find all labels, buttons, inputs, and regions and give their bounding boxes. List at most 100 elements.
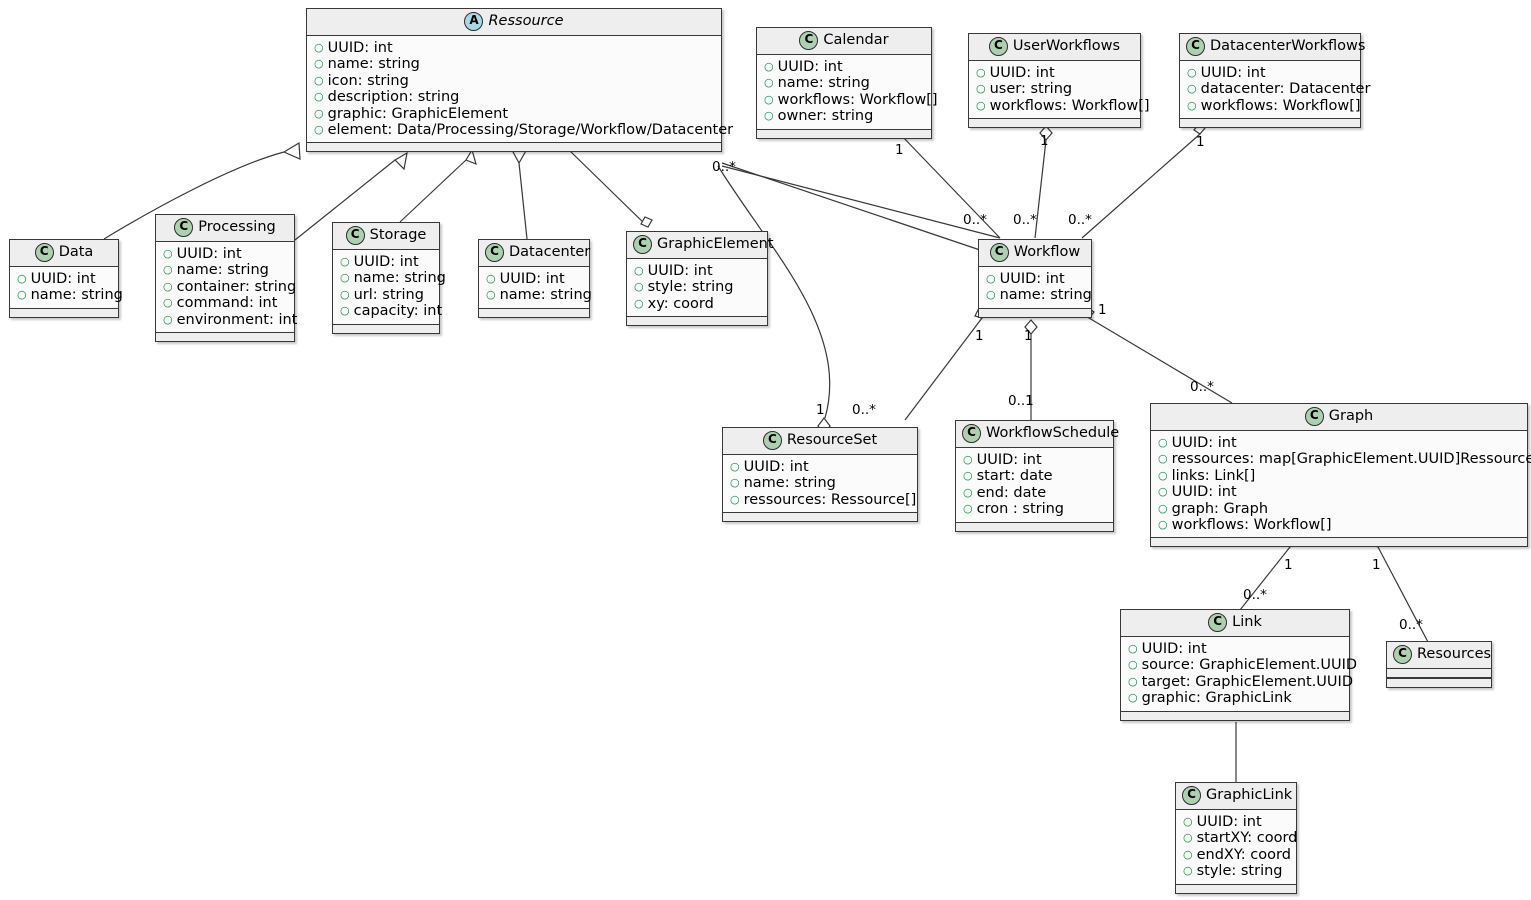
- class-attribute-text: startXY: coord: [1196, 830, 1298, 847]
- visibility-public-icon: ○: [163, 312, 173, 326]
- class-name-graphicelement: GraphicElement: [657, 236, 774, 252]
- visibility-public-icon: ○: [1158, 452, 1168, 466]
- class-attribute: ○UUID: int: [163, 246, 288, 262]
- visibility-public-icon: ○: [963, 469, 973, 483]
- class-attribute: ○UUID: int: [764, 59, 925, 75]
- visibility-public-icon: ○: [314, 90, 324, 104]
- edge-userworkflows-workflow: [1034, 139, 1047, 239]
- class-attribute-text: endXY: coord: [1196, 846, 1291, 863]
- class-attribute: ○graphic: GraphicElement: [314, 106, 715, 122]
- class-methods-compartment-storage: [333, 323, 439, 333]
- class-attributes-processing: ○UUID: int○name: string ○ container: strin…: [156, 242, 297, 333]
- class-name-datacenterworkflows: DatacenterWorkflows: [1210, 38, 1366, 54]
- edge-datacenter-ressource: [518, 162, 528, 240]
- class-attribute-text: description: string: [327, 89, 460, 106]
- class-attribute-text: UUID: int: [999, 271, 1065, 287]
- class-attribute-text: UUID: int: [353, 254, 419, 270]
- class-name-resources: Resources: [1417, 646, 1492, 662]
- class-stereotype-icon: C: [988, 37, 1008, 56]
- class-name-userworkflows: UserWorkflows: [1012, 38, 1121, 54]
- class-attribute: ○name: string: [730, 475, 911, 491]
- class-attributes-workflow: ○UUID: int○name: string: [979, 267, 1092, 308]
- aggregation-diamond-workflowschedule: [1024, 319, 1038, 335]
- class-name-workflowschedule: WorkflowSchedule: [986, 425, 1120, 441]
- visibility-public-icon: ○: [764, 60, 774, 73]
- class-attribute: ○start: date: [963, 468, 1107, 484]
- class-attribute-text: capacity: int: [353, 303, 443, 320]
- visibility-public-icon: ○: [1158, 485, 1168, 499]
- class-attribute-text: workflows: Workflow[]: [1200, 97, 1361, 114]
- class-stereotype-icon: C: [485, 243, 504, 262]
- class-attributes-link: ○UUID: int○source: GraphicElement.UUID○t…: [1121, 637, 1357, 711]
- class-attributes-datacenterworkflows: ○UUID: int○datacenter: Datacenter○workfl…: [1180, 61, 1370, 119]
- class-attribute-text: command: int: [176, 295, 278, 312]
- class-attribute: ○xy: coord: [634, 296, 761, 312]
- class-stereotype-icon: C: [1304, 407, 1324, 426]
- edge-ressource-workflow-2: [721, 165, 1001, 239]
- class-attribute-text: UUID: int: [176, 246, 242, 262]
- class-attribute: ○UUID: int: [634, 263, 761, 279]
- class-attribute-text: graphic: GraphicLink: [1141, 690, 1292, 707]
- class-attribute-text: environment: int: [176, 311, 298, 328]
- class-attribute-text: ressources: Ressource[]: [743, 491, 917, 508]
- multiplicity-label: 1: [1284, 557, 1293, 573]
- class-name-workflow: Workflow: [1013, 244, 1081, 260]
- class-attribute: ○source: GraphicElement.UUID: [1128, 657, 1357, 673]
- class-attribute-text: user: string: [989, 81, 1073, 98]
- class-attribute: ○UUID: int: [1183, 814, 1290, 830]
- class-attribute-text: graph: Graph: [1171, 500, 1269, 517]
- class-stereotype-icon: C: [345, 226, 365, 245]
- class-attribute: ○element: Data/Processing/Storage/Workfl…: [314, 122, 733, 138]
- multiplicity-label: 0..*: [712, 159, 736, 175]
- multiplicity-label: 1: [816, 402, 825, 418]
- class-attribute-text: container: string: [176, 278, 297, 295]
- visibility-public-icon: ○: [340, 304, 350, 318]
- class-attribute: ○name: string: [486, 287, 592, 303]
- class-attribute: ○target: GraphicElement.UUID: [1128, 674, 1353, 690]
- class-attribute-text: graphic: GraphicElement: [327, 105, 509, 122]
- multiplicity-label: 0..*: [1190, 379, 1214, 395]
- visibility-public-icon: ○: [634, 264, 644, 277]
- class-attribute-text: UUID: int: [1171, 484, 1237, 501]
- class-attribute-text: datacenter: Datacenter: [1200, 81, 1371, 98]
- class-attribute-text: UUID: int: [976, 452, 1042, 468]
- class-name-link: Link: [1232, 614, 1262, 630]
- class-attribute: ○end: date: [963, 485, 1107, 501]
- class-attribute-text: UUID: int: [989, 65, 1055, 81]
- visibility-public-icon: ○: [17, 288, 27, 302]
- class-attribute: ○links: Link[]: [1158, 468, 1521, 484]
- class-attribute: ○workflows: Workflow[]: [976, 98, 1150, 114]
- class-attribute: ○UUID: int: [17, 271, 112, 287]
- class-attribute-text: end: date: [976, 484, 1047, 501]
- visibility-public-icon: ○: [730, 492, 740, 506]
- class-attribute: ○name: string: [314, 56, 715, 72]
- visibility-public-icon: ○: [340, 271, 350, 285]
- abstract-stereotype-icon: A: [464, 12, 484, 31]
- class-attribute: ○name: string: [163, 262, 288, 278]
- class-attribute-text: name: string: [499, 287, 592, 304]
- visibility-public-icon: ○: [1158, 518, 1168, 532]
- visibility-public-icon: ○: [17, 272, 27, 285]
- class-stereotype-icon: C: [762, 431, 782, 450]
- class-attribute: ○workflows: Workflow[]: [1158, 517, 1521, 533]
